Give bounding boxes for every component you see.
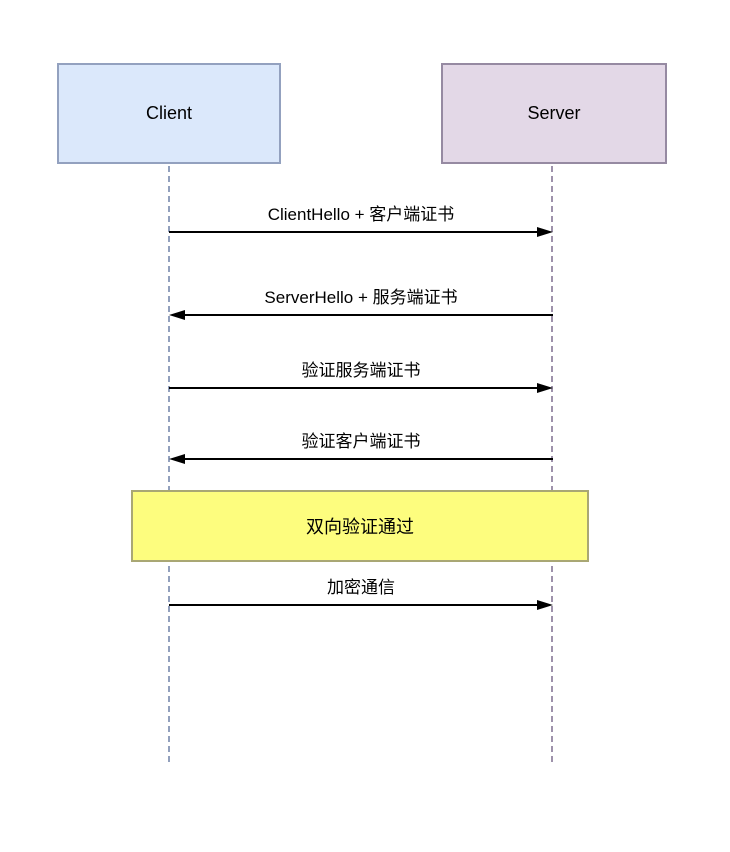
arrowhead-right-icon — [537, 600, 553, 610]
arrowhead-left-icon — [169, 310, 185, 320]
arrowhead-right-icon — [537, 383, 553, 393]
message-arrow-line — [169, 231, 538, 233]
message-label-serverhello: ServerHello + 服务端证书 — [264, 288, 458, 307]
message-arrow-line — [185, 314, 553, 316]
actor-box-client: Client — [57, 63, 281, 164]
arrowhead-left-icon — [169, 454, 185, 464]
message-arrow-line — [185, 458, 553, 460]
actor-box-server: Server — [441, 63, 667, 164]
message-arrow-line — [169, 604, 538, 606]
message-label-clienthello: ClientHello + 客户端证书 — [267, 205, 455, 224]
lifeline-client — [168, 166, 170, 762]
lifeline-server — [551, 166, 553, 762]
arrowhead-right-icon — [537, 227, 553, 237]
note-label: 双向验证通过 — [306, 517, 414, 537]
message-arrow-line — [169, 387, 538, 389]
message-label-verify-server-cert: 验证服务端证书 — [301, 361, 421, 380]
note-box-mutual-verification: 双向验证通过 — [131, 490, 589, 562]
message-label-verify-client-cert: 验证客户端证书 — [301, 432, 421, 451]
actor-label-client: Client — [145, 103, 193, 123]
actor-label-server: Server — [527, 103, 581, 123]
message-label-encrypted-communication: 加密通信 — [327, 578, 395, 597]
